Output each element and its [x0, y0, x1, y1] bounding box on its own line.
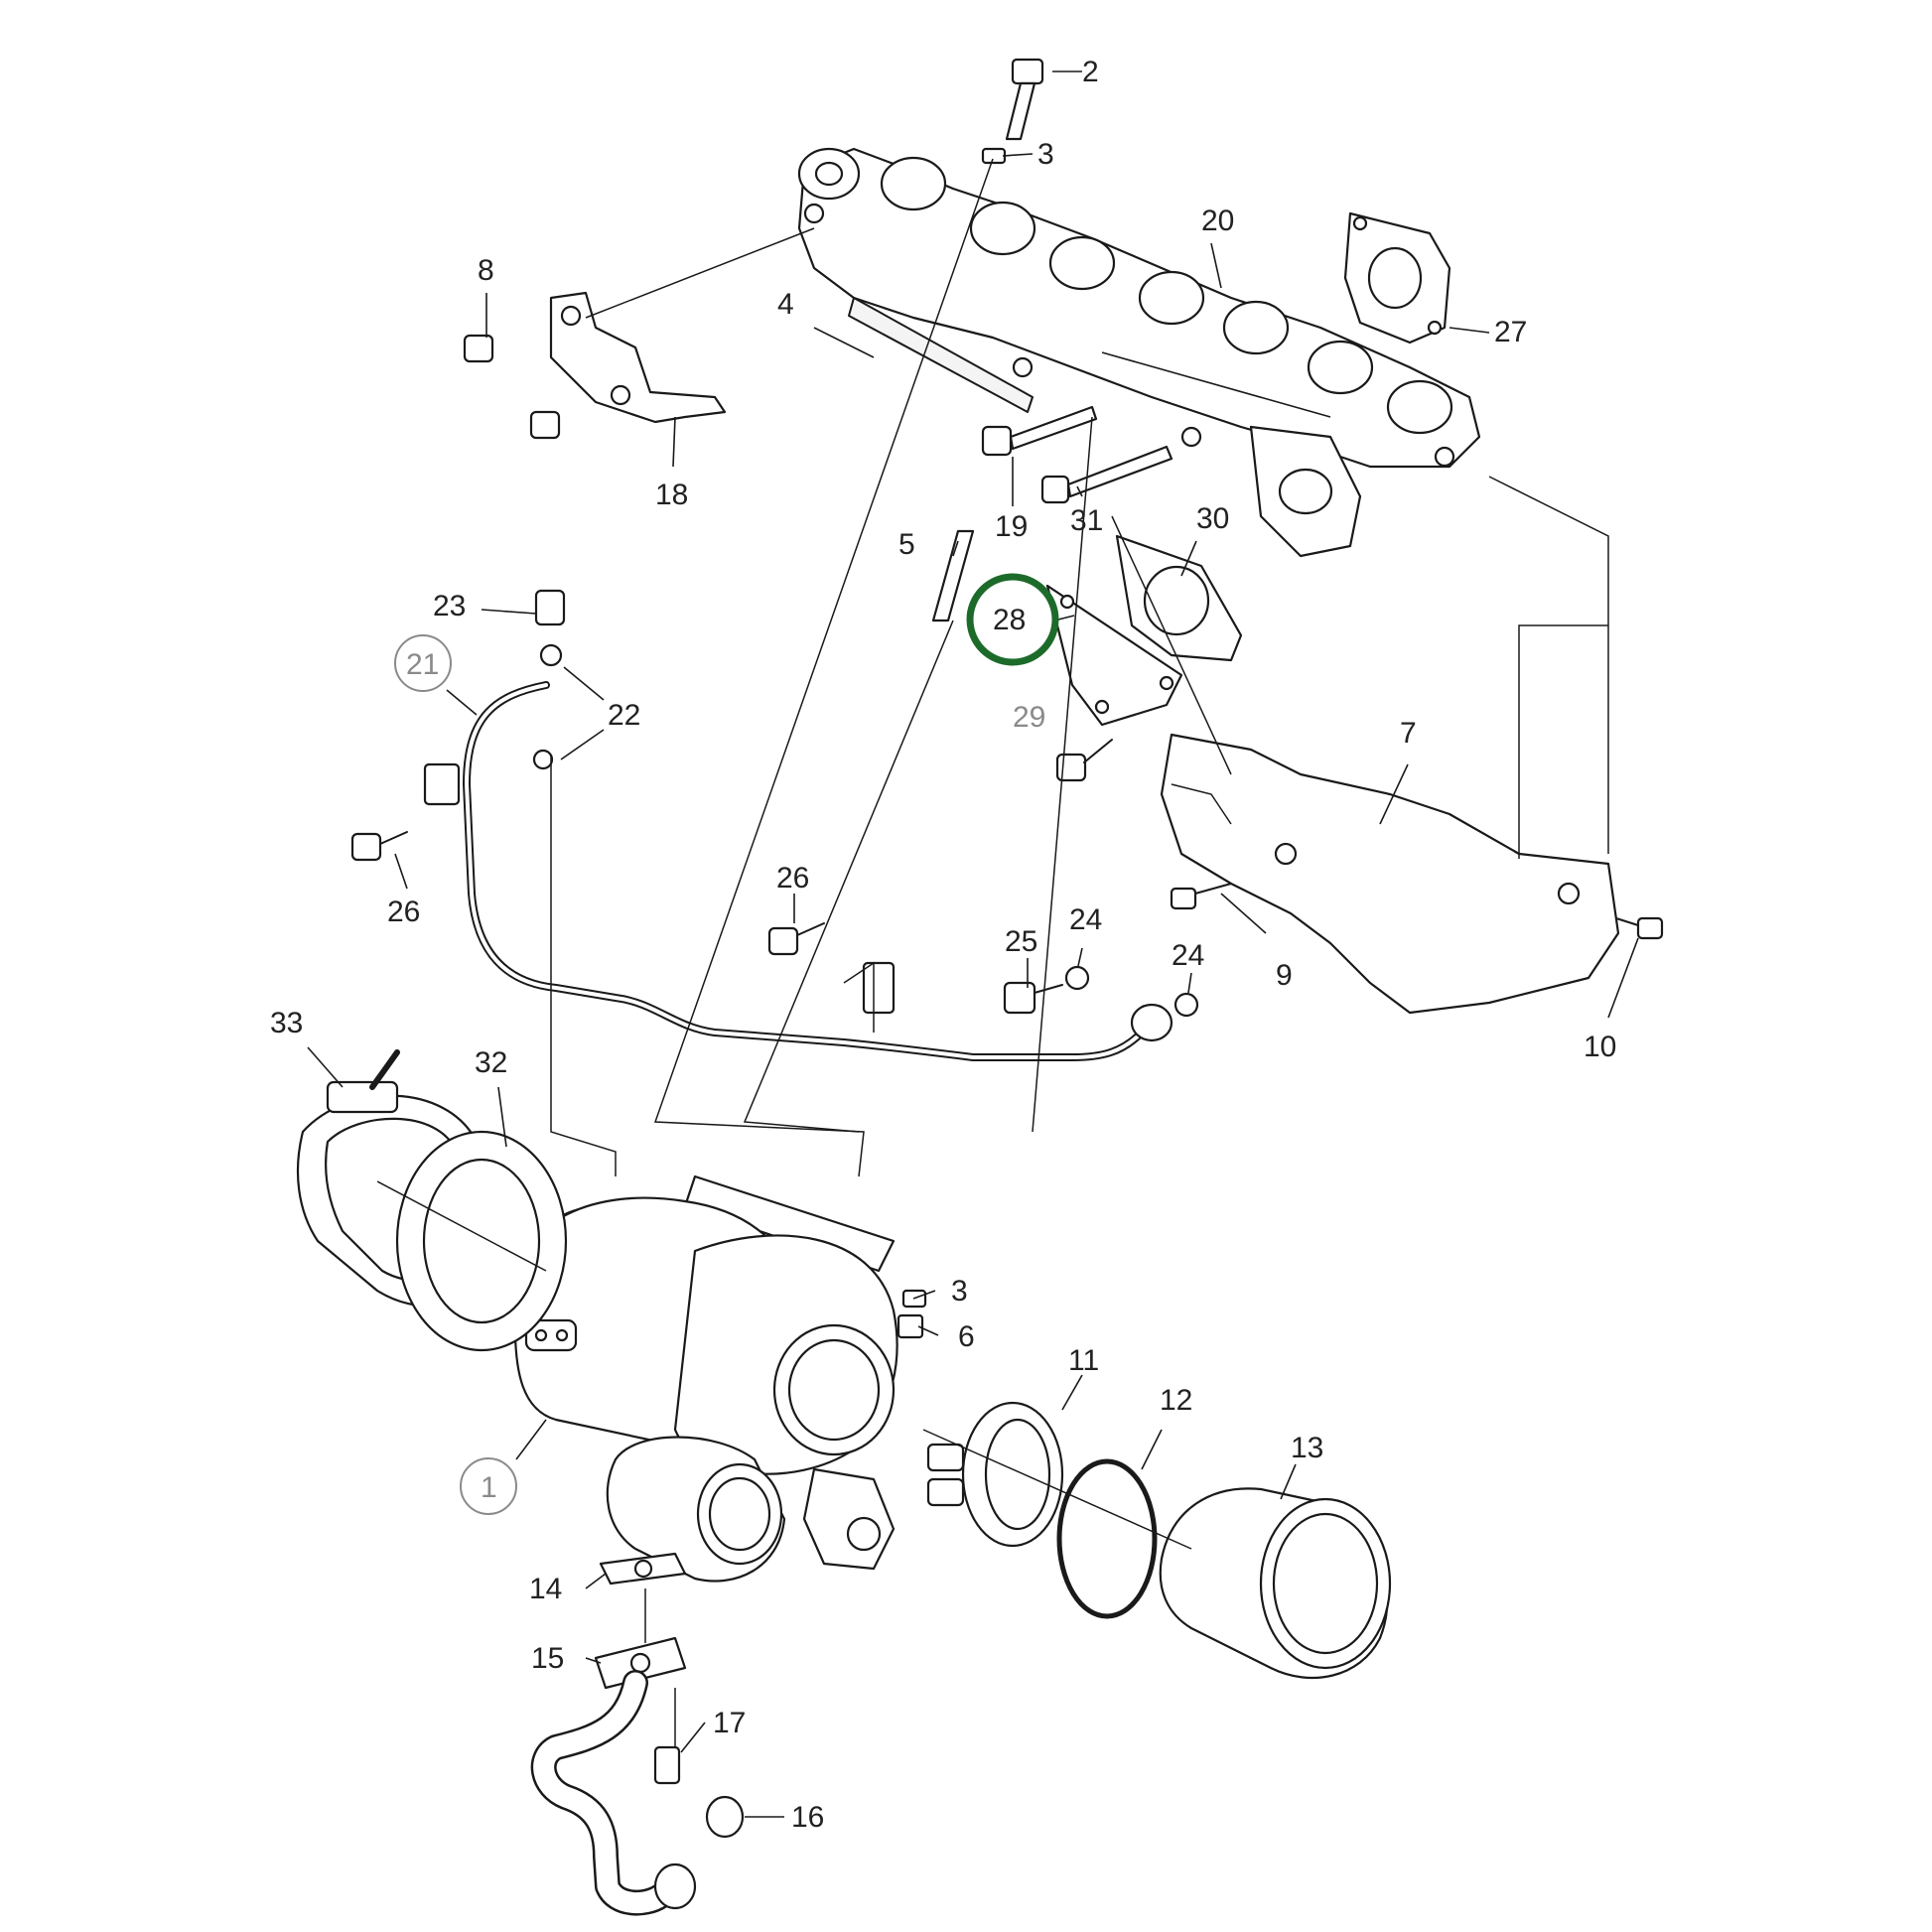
callout-26-left[interactable]: 26: [387, 896, 420, 928]
callout-13[interactable]: 13: [1291, 1432, 1323, 1464]
callout-18[interactable]: 18: [655, 479, 688, 511]
heat-shield-7[interactable]: [1160, 733, 1620, 1015]
callout-28[interactable]: 28: [993, 604, 1026, 636]
banjo-bolt-23[interactable]: [532, 589, 566, 770]
callout-15[interactable]: 15: [531, 1642, 564, 1675]
clamp-11[interactable]: [926, 1401, 1064, 1548]
callout-33[interactable]: 33: [270, 1007, 303, 1039]
o-ring-16[interactable]: [705, 1795, 745, 1839]
reference-lines: [376, 158, 1609, 1747]
callout-12[interactable]: 12: [1160, 1384, 1192, 1417]
banjo-bolt-25[interactable]: [1003, 981, 1063, 1015]
callout-3-top[interactable]: 3: [1037, 138, 1054, 171]
callout-6[interactable]: 6: [958, 1320, 975, 1353]
callout-7[interactable]: 7: [1400, 717, 1417, 750]
bolt-31[interactable]: [1040, 445, 1173, 504]
bracket-18[interactable]: [549, 291, 727, 424]
flange-plate-28[interactable]: [1045, 584, 1183, 727]
exhaust-manifold[interactable]: [797, 147, 1481, 558]
callout-24-b[interactable]: 24: [1172, 939, 1204, 972]
callout-20[interactable]: 20: [1201, 205, 1234, 237]
callout-26-mid[interactable]: 26: [776, 862, 809, 895]
gasket-14[interactable]: [599, 1552, 687, 1586]
callout-3-bottom[interactable]: 3: [951, 1275, 968, 1308]
gasket-27[interactable]: [1343, 211, 1451, 345]
bolt-19[interactable]: [981, 405, 1098, 457]
callout-8[interactable]: 8: [478, 254, 494, 287]
o-ring-12[interactable]: [1056, 1458, 1158, 1619]
callout-31[interactable]: 31: [1070, 504, 1103, 537]
callout-30[interactable]: 30: [1196, 502, 1229, 535]
callout-2[interactable]: 2: [1082, 56, 1099, 88]
callout-28-highlight-ring: [966, 573, 1059, 666]
bolt-17[interactable]: [653, 1745, 681, 1785]
washer-3[interactable]: [981, 147, 1007, 165]
drain-pipe-15[interactable]: [530, 1636, 697, 1916]
gasket-30[interactable]: [1115, 534, 1243, 662]
callout-1[interactable]: 1: [481, 1471, 497, 1504]
callout-10[interactable]: 10: [1584, 1031, 1616, 1063]
callout-9[interactable]: 9: [1276, 959, 1293, 992]
callout-29[interactable]: 29: [1013, 701, 1045, 734]
bolt-26-left[interactable]: [350, 831, 408, 862]
elbow-13[interactable]: [1159, 1487, 1392, 1680]
callout-leaders: [307, 70, 1639, 1818]
turbocharger-1[interactable]: [513, 1174, 898, 1583]
callout-19[interactable]: 19: [995, 510, 1028, 543]
callout-25[interactable]: 25: [1005, 925, 1037, 958]
callout-24-a[interactable]: 24: [1069, 903, 1102, 936]
bolt-2[interactable]: [1005, 58, 1044, 141]
callout-32[interactable]: 32: [475, 1046, 507, 1079]
callout-16[interactable]: 16: [791, 1801, 824, 1834]
callout-4[interactable]: 4: [777, 288, 794, 321]
washer-24[interactable]: [1064, 965, 1199, 1018]
bolt-29[interactable]: [1055, 739, 1113, 782]
gasket-32[interactable]: [395, 1130, 568, 1352]
stud-9[interactable]: [1170, 883, 1232, 910]
callout-27[interactable]: 27: [1494, 316, 1527, 348]
oil-feed-pipe-21[interactable]: [423, 681, 1173, 1061]
callouts: 2 3 20 4 27 8 18 19 31 30 5 28 29 23 21 …: [270, 56, 1616, 1834]
washer-3b-nut-6[interactable]: [897, 1289, 927, 1339]
callout-17[interactable]: 17: [713, 1707, 746, 1739]
callout-1-ring: [460, 1457, 517, 1515]
callout-22[interactable]: 22: [608, 699, 640, 732]
callout-21-ring: [394, 634, 452, 692]
stud-10[interactable]: [1615, 916, 1664, 940]
callout-5[interactable]: 5: [898, 528, 915, 561]
callout-14[interactable]: 14: [529, 1573, 562, 1605]
callout-21[interactable]: 21: [406, 648, 439, 681]
bolt-26-mid[interactable]: [767, 922, 825, 956]
stud-5[interactable]: [931, 529, 975, 622]
callout-23[interactable]: 23: [433, 590, 466, 622]
callout-11[interactable]: 11: [1068, 1344, 1099, 1377]
bolt-8[interactable]: [463, 334, 561, 440]
